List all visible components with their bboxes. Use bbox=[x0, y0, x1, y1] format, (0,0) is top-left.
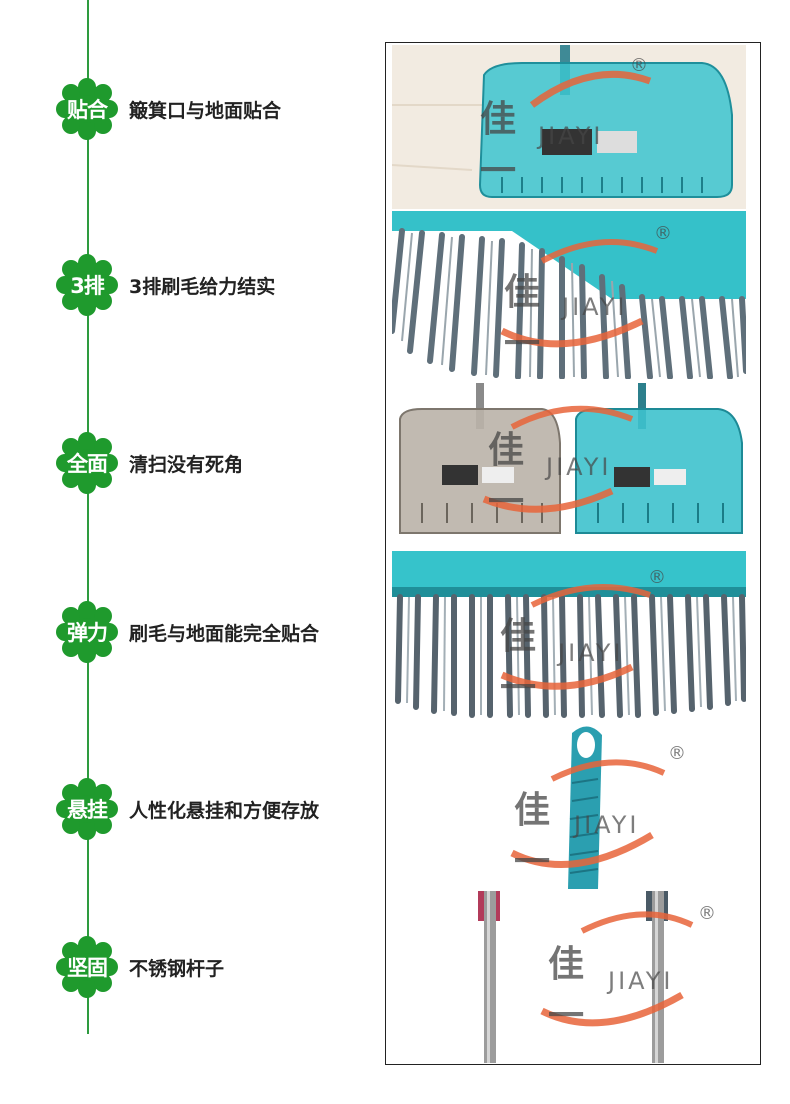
steel-poles-image bbox=[478, 891, 694, 1063]
flower-badge-icon bbox=[56, 778, 118, 840]
registered-mark: ® bbox=[648, 567, 666, 588]
handle-hook-image bbox=[510, 726, 666, 889]
badge-coverage: 全面 bbox=[55, 432, 119, 494]
broom-bristles-image bbox=[392, 211, 746, 379]
feature-row-fit: 贴合 簸箕口与地面贴合 bbox=[55, 78, 281, 140]
bristles-photo: 佳一 JIAYI ® bbox=[392, 211, 746, 379]
dustpans-image bbox=[399, 383, 743, 534]
registered-mark: ® bbox=[698, 903, 716, 924]
elastic-bristles-photo: 佳一 JIAYI ® bbox=[392, 551, 746, 719]
badge-label: 贴合 bbox=[67, 98, 108, 122]
flower-badge-icon bbox=[56, 78, 118, 140]
badge-label: 悬挂 bbox=[67, 798, 108, 822]
feature-description: 簸箕口与地面贴合 bbox=[129, 99, 282, 122]
feature-row-coverage: 全面 清扫没有死角 bbox=[55, 432, 243, 494]
feature-description: 刷毛与地面能完全贴合 bbox=[129, 622, 320, 645]
flower-badge-icon bbox=[56, 936, 118, 998]
registered-mark: ® bbox=[668, 743, 686, 764]
hanging-handle-photo: 佳一 JIAYI ® bbox=[392, 723, 746, 889]
registered-mark: ® bbox=[630, 55, 648, 76]
flower-badge-icon bbox=[56, 254, 118, 316]
flower-badge-icon bbox=[56, 601, 118, 663]
badge-bristles: 3排 bbox=[55, 254, 119, 316]
feature-description: 3排刷毛给力结实 bbox=[129, 275, 276, 298]
badge-label: 全面 bbox=[67, 452, 108, 476]
feature-row-sturdy: 坚固 不锈钢杆子 bbox=[55, 936, 224, 998]
badge-hanging: 悬挂 bbox=[55, 778, 119, 840]
dustpan-image bbox=[392, 45, 746, 209]
flower-badge-icon bbox=[56, 432, 118, 494]
badge-elastic: 弹力 bbox=[55, 601, 119, 663]
badge-label: 坚固 bbox=[67, 956, 108, 980]
badge-label: 3排 bbox=[70, 274, 105, 298]
dustpan-photo: 佳一 JIAYI ® bbox=[392, 45, 746, 209]
feature-description: 不锈钢杆子 bbox=[129, 957, 225, 980]
feature-description: 人性化悬挂和方便存放 bbox=[129, 799, 320, 822]
two-dustpans-photo: 佳一 JIAYI bbox=[392, 383, 746, 539]
feature-row-elastic: 弹力 刷毛与地面能完全贴合 bbox=[55, 601, 319, 663]
timeline-line bbox=[87, 0, 89, 1034]
feature-row-hanging: 悬挂 人性化悬挂和方便存放 bbox=[55, 778, 319, 840]
badge-sturdy: 坚固 bbox=[55, 936, 119, 998]
broom-head-image bbox=[392, 551, 746, 718]
steel-pole-photo: 佳一 JIAYI ® bbox=[392, 891, 746, 1063]
registered-mark: ® bbox=[654, 223, 672, 244]
product-photo-column: 佳一 JIAYI ® 佳一 JIAY bbox=[385, 42, 761, 1065]
badge-label: 弹力 bbox=[67, 621, 108, 645]
badge-fit: 贴合 bbox=[55, 78, 119, 140]
feature-description: 清扫没有死角 bbox=[129, 453, 244, 476]
feature-row-bristles: 3排 3排刷毛给力结实 bbox=[55, 254, 275, 316]
